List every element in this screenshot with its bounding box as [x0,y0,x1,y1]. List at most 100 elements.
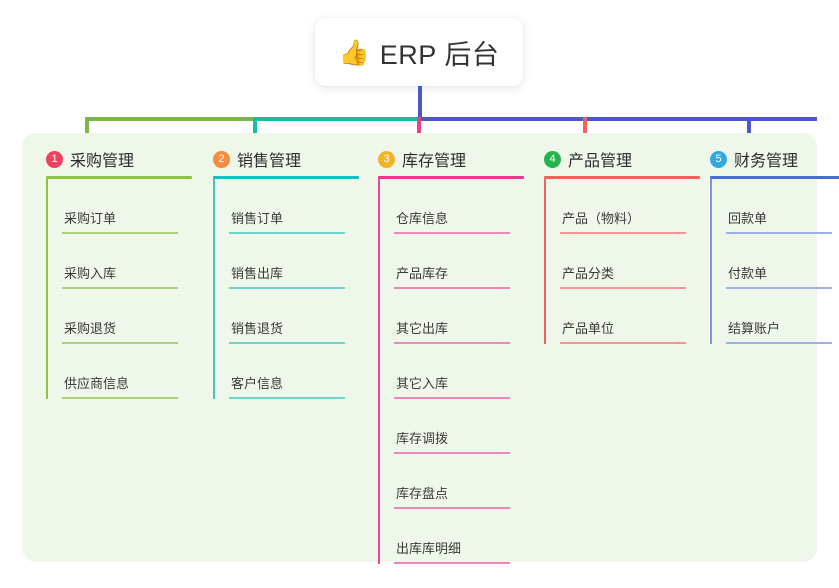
branch-column-4: 4 产品管理产品（物料） 产品分类产品单位 [528,148,700,344]
branch-underline [710,176,839,179]
branch-item-underline [62,232,178,234]
branch-header-4[interactable]: 4 产品管理 [528,148,698,170]
branch-item[interactable]: 产品（物料） [544,179,698,234]
branch-item[interactable]: 采购退货 [46,289,190,344]
branch-item-label: 销售退货 [231,321,284,336]
branch-item-underline [394,287,510,289]
branch-item[interactable]: 客户信息 [213,344,357,399]
branch-item[interactable]: 销售订单 [213,179,357,234]
branch-item[interactable]: 销售退货 [213,289,357,344]
branch-item-underline [394,232,510,234]
branch-item-label: 产品分类 [562,266,615,281]
branch-item[interactable]: 库存调拨 [378,399,522,454]
branch-item[interactable]: 产品分类 [544,234,698,289]
branch-item[interactable]: 结算账户 [710,289,839,344]
branch-item[interactable]: 其它入库 [378,344,522,399]
branch-item[interactable]: 出库库明细 [378,509,522,564]
branch-column-2: 2 销售管理销售订单销售出库销售退货客户信息 [197,148,359,399]
branch-number-badge: 3 [378,150,395,168]
branch-item-list: 销售订单销售出库销售退货客户信息 [197,179,357,399]
root-node[interactable]: 👍 ERP 后台 [315,18,523,86]
bus-segment-1 [85,117,255,121]
branch-title: 采购管理 [70,153,135,170]
branch-item-label: 采购入库 [64,266,117,281]
branch-underline [544,176,700,179]
branch-spine [710,179,712,344]
branch-item[interactable]: 产品单位 [544,289,698,344]
bus-segment-3 [418,117,817,121]
drop-connector-3 [417,117,421,144]
drop-connector-5 [747,117,751,144]
root-trunk-connector [418,86,422,120]
drop-connector-1 [85,117,89,144]
branch-item-underline [394,397,510,399]
branch-column-1: 1 采购管理采购订单采购入库采购退货供应商信息 [30,148,192,399]
branch-item-list: 采购订单采购入库采购退货供应商信息 [30,179,190,399]
branch-item-label: 销售订单 [231,211,284,226]
branch-item-label: 销售出库 [231,266,284,281]
branch-item-underline [62,342,178,344]
branch-number-badge: 4 [544,150,561,168]
branch-item-label: 其它出库 [396,321,449,336]
branch-item[interactable]: 回款单 [710,179,839,234]
branch-title: 产品管理 [568,153,633,170]
branch-spine [213,179,215,399]
branch-header-2[interactable]: 2 销售管理 [197,148,357,170]
branch-item-underline [229,342,345,344]
branch-item-underline [726,342,832,344]
branch-item[interactable]: 付款单 [710,234,839,289]
branch-item-underline [726,287,832,289]
branch-header-3[interactable]: 3 库存管理 [362,148,522,170]
branch-underline [378,176,524,179]
branch-item[interactable]: 产品库存 [378,234,522,289]
branch-item[interactable]: 采购入库 [46,234,190,289]
branch-item-label: 结算账户 [728,321,781,336]
branch-item[interactable]: 采购订单 [46,179,190,234]
branch-item-label: 回款单 [728,211,768,226]
branch-header-1[interactable]: 1 采购管理 [30,148,190,170]
branch-underline [46,176,192,179]
branch-item-underline [394,562,510,564]
branch-item-underline [560,342,686,344]
root-title: ERP 后台 [379,39,500,70]
branch-item-label: 其它入库 [396,376,449,391]
branch-item-underline [62,397,178,399]
branch-spine [544,179,546,344]
branch-item-underline [229,397,345,399]
branch-item-label: 库存盘点 [396,486,449,501]
branch-item[interactable]: 库存盘点 [378,454,522,509]
branch-number-badge: 5 [710,150,727,168]
bus-segment-2 [255,117,418,121]
branch-title: 库存管理 [402,153,467,170]
branch-item[interactable]: 供应商信息 [46,344,190,399]
branch-item-underline [62,287,178,289]
branch-item-list: 回款单付款单结算账户 [694,179,839,344]
branch-item-label: 产品库存 [396,266,449,281]
drop-connector-2 [253,117,257,144]
branch-item-label: 采购退货 [64,321,117,336]
branch-item-underline [560,232,686,234]
branch-item-label: 出库库明细 [396,541,462,556]
branch-title: 销售管理 [237,153,302,170]
branch-item[interactable]: 仓库信息 [378,179,522,234]
branch-spine [378,179,380,564]
branch-item-underline [394,507,510,509]
branch-spine [46,179,48,399]
branch-item-underline [394,452,510,454]
branch-item-label: 仓库信息 [396,211,449,226]
branch-item-underline [560,287,686,289]
branch-item[interactable]: 其它出库 [378,289,522,344]
branch-number-badge: 1 [46,150,63,168]
branch-item-label: 采购订单 [64,211,117,226]
branch-item-underline [229,287,345,289]
branch-item[interactable]: 销售出库 [213,234,357,289]
branch-number-badge: 2 [213,150,230,168]
diagram-panel [22,133,817,562]
branch-item-underline [726,232,832,234]
branch-item-label: 付款单 [728,266,768,281]
branch-item-label: 供应商信息 [64,376,130,391]
branch-item-list: 仓库信息产品库存其它出库其它入库库存调拨库存盘点出库库明细 [362,179,522,564]
branch-column-3: 3 库存管理仓库信息产品库存其它出库其它入库库存调拨库存盘点出库库明细 [362,148,524,564]
